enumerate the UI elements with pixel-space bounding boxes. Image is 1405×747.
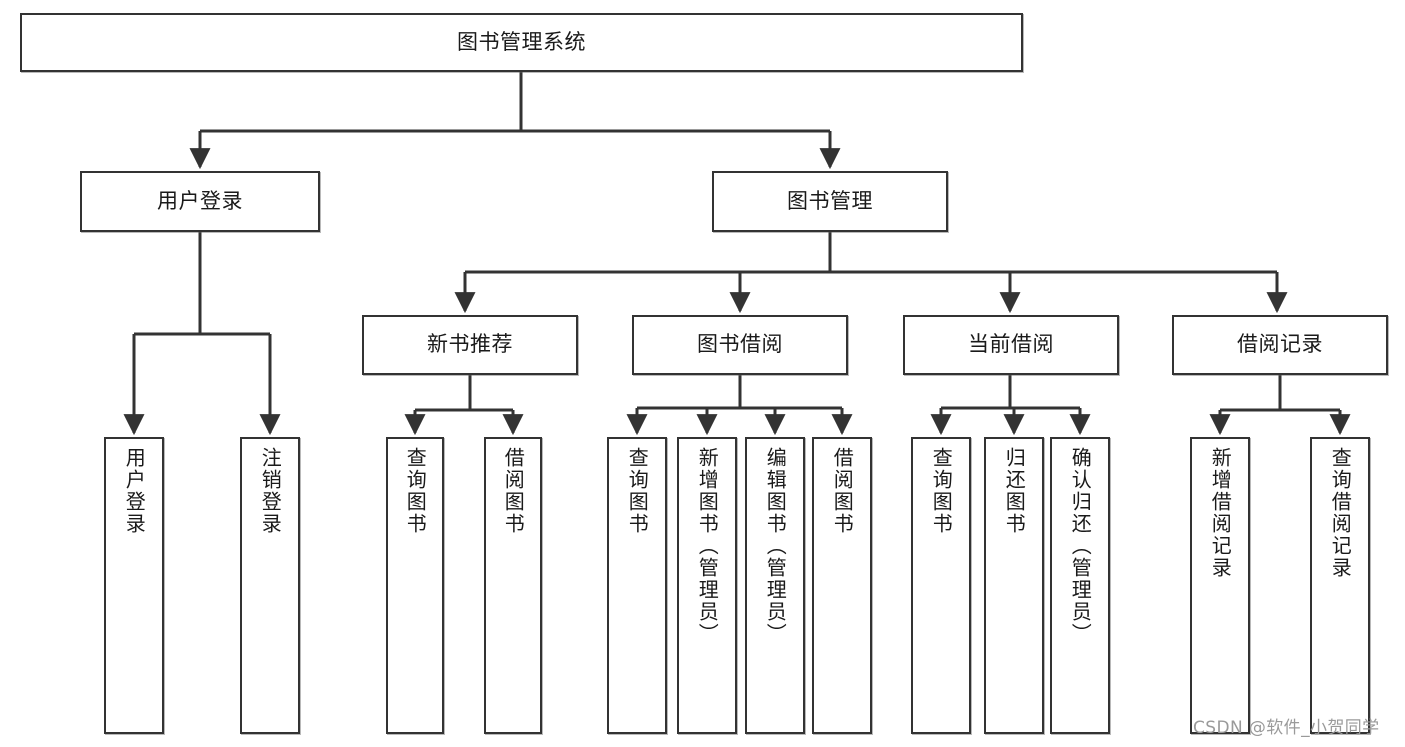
node-leaf-confirm-return-label: 确认归还（管理员） bbox=[1068, 447, 1093, 645]
node-current-borrow[interactable]: 当前借阅 bbox=[903, 315, 1119, 375]
node-leaf-confirm-return[interactable]: 确认归还（管理员） bbox=[1050, 437, 1110, 734]
node-leaf-user-logout[interactable]: 注销登录 bbox=[240, 437, 300, 734]
node-leaf-borrow-book-2[interactable]: 借阅图书 bbox=[812, 437, 872, 734]
node-leaf-query-record-label: 查询借阅记录 bbox=[1328, 447, 1353, 579]
node-leaf-borrow-book-2-label: 借阅图书 bbox=[830, 447, 855, 535]
node-leaf-query-book-1[interactable]: 查询图书 bbox=[386, 437, 444, 734]
node-borrow-record-label: 借阅记录 bbox=[1237, 332, 1323, 357]
node-leaf-add-book[interactable]: 新增图书（管理员） bbox=[677, 437, 737, 734]
node-root[interactable]: 图书管理系统 bbox=[20, 13, 1023, 72]
node-leaf-query-book-1-label: 查询图书 bbox=[403, 447, 428, 535]
node-book-manage-label: 图书管理 bbox=[787, 188, 873, 213]
node-current-borrow-label: 当前借阅 bbox=[968, 332, 1054, 357]
node-new-book-recommend[interactable]: 新书推荐 bbox=[362, 315, 578, 375]
node-leaf-add-record[interactable]: 新增借阅记录 bbox=[1190, 437, 1250, 734]
node-leaf-edit-book-label: 编辑图书（管理员） bbox=[763, 447, 788, 645]
node-user-login-label: 用户登录 bbox=[157, 188, 243, 213]
node-book-borrow[interactable]: 图书借阅 bbox=[632, 315, 848, 375]
node-leaf-borrow-book-1[interactable]: 借阅图书 bbox=[484, 437, 542, 734]
node-leaf-query-book-3-label: 查询图书 bbox=[929, 447, 954, 535]
node-new-book-recommend-label: 新书推荐 bbox=[427, 332, 513, 357]
node-user-login[interactable]: 用户登录 bbox=[80, 171, 320, 232]
node-leaf-add-book-label: 新增图书（管理员） bbox=[695, 447, 720, 645]
node-leaf-edit-book[interactable]: 编辑图书（管理员） bbox=[745, 437, 805, 734]
node-leaf-user-login[interactable]: 用户登录 bbox=[104, 437, 164, 734]
node-root-label: 图书管理系统 bbox=[457, 29, 586, 54]
node-leaf-query-record[interactable]: 查询借阅记录 bbox=[1310, 437, 1370, 734]
node-book-borrow-label: 图书借阅 bbox=[697, 332, 783, 357]
node-book-manage[interactable]: 图书管理 bbox=[712, 171, 948, 232]
node-leaf-user-logout-label: 注销登录 bbox=[258, 447, 283, 535]
node-leaf-return-book-label: 归还图书 bbox=[1002, 447, 1027, 535]
node-leaf-user-login-label: 用户登录 bbox=[122, 447, 147, 535]
node-leaf-query-book-2-label: 查询图书 bbox=[625, 447, 650, 535]
node-leaf-add-record-label: 新增借阅记录 bbox=[1208, 447, 1233, 579]
node-leaf-return-book[interactable]: 归还图书 bbox=[984, 437, 1044, 734]
node-borrow-record[interactable]: 借阅记录 bbox=[1172, 315, 1388, 375]
node-leaf-borrow-book-1-label: 借阅图书 bbox=[501, 447, 526, 535]
node-leaf-query-book-2[interactable]: 查询图书 bbox=[607, 437, 667, 734]
node-leaf-query-book-3[interactable]: 查询图书 bbox=[911, 437, 971, 734]
